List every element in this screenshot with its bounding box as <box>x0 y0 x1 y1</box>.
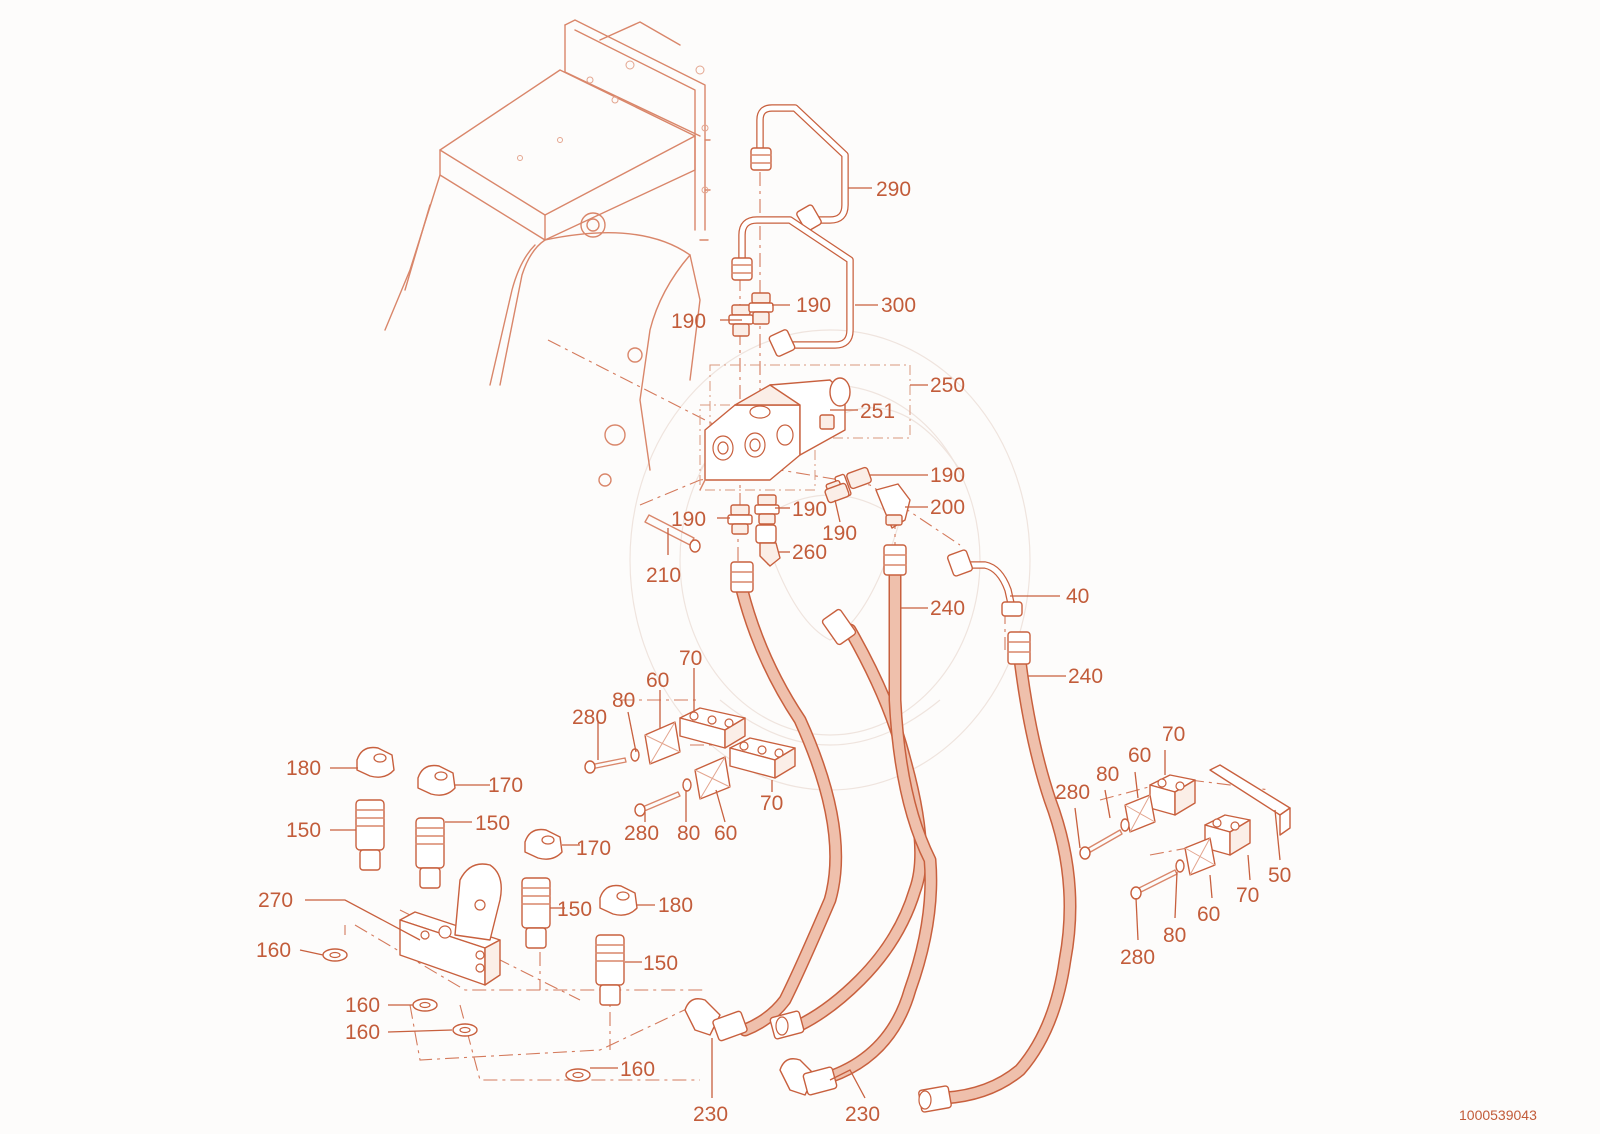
callout-250: 250 <box>930 374 965 397</box>
adapter-190-bottom <box>727 494 780 535</box>
callout-160: 160 <box>345 994 380 1017</box>
quick-couplers-150 <box>355 799 625 1006</box>
callout-190: 190 <box>671 310 706 333</box>
callout-60: 60 <box>714 822 737 845</box>
elbow-260 <box>755 524 781 567</box>
callout-230: 230 <box>845 1103 880 1126</box>
callout-180: 180 <box>658 894 693 917</box>
loader-arm-outline <box>384 19 711 487</box>
callout-60: 60 <box>1197 903 1220 926</box>
callout-190: 190 <box>792 498 827 521</box>
callout-150: 150 <box>475 812 510 835</box>
callout-170: 170 <box>488 774 523 797</box>
callout-70: 70 <box>760 792 783 815</box>
callout-70: 70 <box>1236 884 1259 907</box>
callout-180: 180 <box>286 757 321 780</box>
callout-40: 40 <box>1066 585 1089 608</box>
callout-190: 190 <box>822 522 857 545</box>
callout-150: 150 <box>286 819 321 842</box>
callout-labels: 290 300 190 190 250 251 190 200 190 190 … <box>256 178 1291 1126</box>
callout-240: 240 <box>1068 665 1103 688</box>
callout-160: 160 <box>620 1058 655 1081</box>
hose-240-outer <box>938 653 1077 1105</box>
elbow-200 <box>875 483 911 529</box>
callout-280: 280 <box>572 706 607 729</box>
hose-230-left <box>735 583 843 1037</box>
callout-80: 80 <box>612 689 635 712</box>
callout-251: 251 <box>860 400 895 423</box>
hose-fittings <box>684 544 1031 1113</box>
callout-290: 290 <box>876 178 911 201</box>
drawing-number: 1000539043 <box>1459 1107 1537 1123</box>
callout-80: 80 <box>1163 924 1186 947</box>
adapter-190-right <box>824 466 872 504</box>
washers-160 <box>322 948 591 1082</box>
callout-150: 150 <box>643 952 678 975</box>
callout-60: 60 <box>646 669 669 692</box>
callout-190: 190 <box>671 508 706 531</box>
rigid-pipe-290 <box>750 104 849 232</box>
callout-230: 230 <box>693 1103 728 1126</box>
callout-170: 170 <box>576 837 611 860</box>
valve-group-boxes <box>699 364 911 491</box>
callout-60: 60 <box>1128 744 1151 767</box>
callout-280: 280 <box>624 822 659 845</box>
callout-50: 50 <box>1268 864 1291 887</box>
callout-210: 210 <box>646 564 681 587</box>
callout-leaders <box>299 187 1281 1099</box>
bolt-210 <box>644 514 701 553</box>
callout-280: 280 <box>1055 781 1090 804</box>
hose-230-middle <box>793 623 928 1032</box>
rigid-pipe-300 <box>731 216 854 357</box>
hose-clamp-right <box>1079 764 1291 900</box>
callout-280: 280 <box>1120 946 1155 969</box>
callout-260: 260 <box>792 541 827 564</box>
callout-200: 200 <box>930 496 965 519</box>
callout-80: 80 <box>1096 763 1119 786</box>
adapter-190-top <box>728 292 774 337</box>
callout-80: 80 <box>677 822 700 845</box>
callout-160: 160 <box>256 939 291 962</box>
control-valve-250 <box>699 377 851 491</box>
callout-70: 70 <box>1162 723 1185 746</box>
callout-300: 300 <box>881 294 916 317</box>
callout-160: 160 <box>345 1021 380 1044</box>
callout-190: 190 <box>930 464 965 487</box>
hose-clamp-left <box>584 707 796 817</box>
mounting-bracket-270 <box>399 863 502 986</box>
callout-240: 240 <box>930 597 965 620</box>
hose-240-inner <box>813 563 938 1087</box>
coupler-caps <box>356 746 638 916</box>
callout-270: 270 <box>258 889 293 912</box>
tube-40 <box>946 549 1023 617</box>
callout-150: 150 <box>557 898 592 921</box>
callout-70: 70 <box>679 647 702 670</box>
callout-190: 190 <box>796 294 831 317</box>
